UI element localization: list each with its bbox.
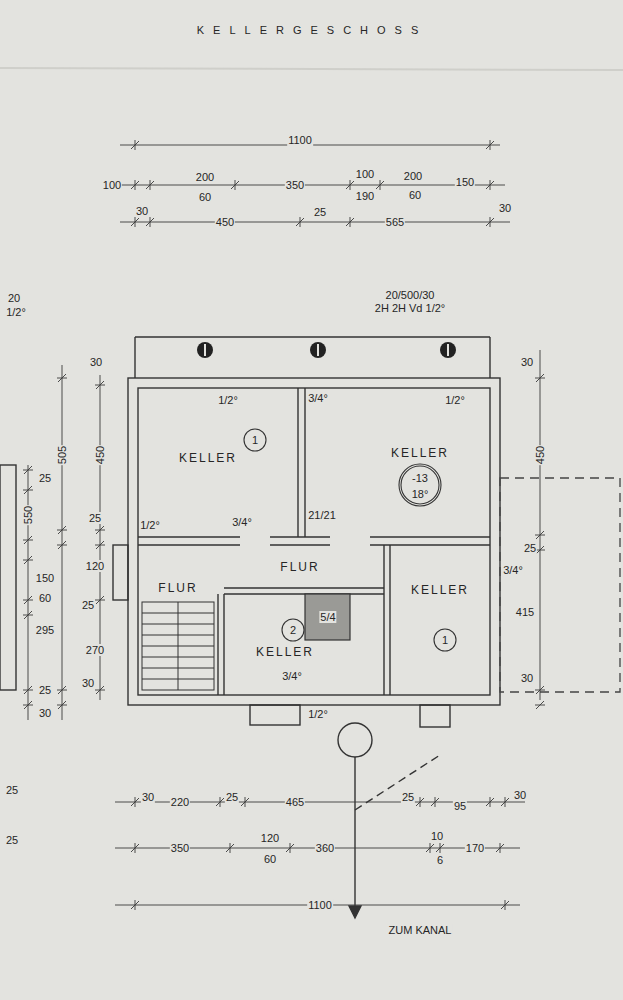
dimension-text: 1/2°: [5, 306, 27, 318]
dimension-text: 3/4°: [307, 392, 329, 404]
dimension-text: 295: [35, 624, 55, 636]
paper-crease: [0, 68, 623, 70]
dimension-text: 3/4°: [502, 564, 524, 576]
dimension-text: 10: [430, 830, 444, 842]
chimney: [305, 594, 350, 640]
dimension-text: 120: [85, 560, 105, 572]
dimension-text: 30: [89, 356, 103, 368]
dimension-text: 450: [534, 445, 546, 465]
dimension-text: 30: [135, 205, 149, 217]
dimension-text: 350: [170, 842, 190, 854]
drain: [338, 723, 440, 918]
dimension-text: 450: [215, 216, 235, 228]
stair: [142, 602, 214, 690]
dimension-text: ZUM KANAL: [388, 924, 453, 936]
window-markers: [197, 342, 456, 358]
dimension-text: 200: [195, 171, 215, 183]
room: FLUR: [153, 578, 202, 598]
dimension-text: 21/21: [307, 509, 337, 521]
dimension-text: 30: [498, 202, 512, 214]
dimension-text: 170: [465, 842, 485, 854]
dimension-text: 465: [285, 796, 305, 808]
dimension-text: 95: [453, 800, 467, 812]
dimension-text: 5/4: [319, 611, 336, 623]
dimension-text: 30: [513, 789, 527, 801]
dimension-text: 1: [251, 434, 259, 446]
dimension-text: 505: [56, 445, 68, 465]
dimension-text: 60: [408, 189, 422, 201]
dimension-text: 1100: [287, 134, 313, 146]
dimension-text: 30: [81, 677, 95, 689]
terrace-outline: [500, 478, 620, 692]
building-walls: [0, 337, 500, 727]
callout-circles: [244, 429, 456, 651]
dimension-text: 100: [102, 179, 122, 191]
room-name: KELLER: [179, 451, 237, 465]
room-name: KELLER: [391, 446, 449, 460]
dimension-text: 30: [520, 356, 534, 368]
dimension-text: 270: [85, 644, 105, 656]
dimension-text: 60: [263, 853, 277, 865]
dimension-text: 1/2°: [139, 519, 161, 531]
dimension-text: 415: [515, 606, 535, 618]
dimension-text: 25: [38, 472, 52, 484]
dimension-text: 25: [88, 512, 102, 524]
dimension-text: 25: [5, 784, 19, 796]
dimension-text: 25: [225, 791, 239, 803]
dimension-text: -13: [411, 472, 429, 484]
dimension-text: 1/2°: [217, 394, 239, 406]
dimension-text: 25: [523, 542, 537, 554]
dimension-text: 2H 2H Vd 1/2°: [374, 302, 446, 314]
dimension-text: 220: [170, 796, 190, 808]
room: KELLER: [386, 443, 454, 463]
dimension-text: 30: [141, 791, 155, 803]
dimension-text: 2: [289, 624, 297, 636]
dimension-text: 60: [198, 191, 212, 203]
dimension-text: 25: [313, 206, 327, 218]
dimension-text: 550: [22, 505, 34, 525]
dimension-text: 200: [403, 170, 423, 182]
dimension-text: 350: [285, 179, 305, 191]
dimension-text: 1/2°: [444, 394, 466, 406]
dimension-text: 6: [436, 854, 444, 866]
room-name: KELLER: [256, 645, 314, 659]
plan-title: KELLERGESCHOSS: [197, 24, 428, 36]
dimension-text: 3/4°: [231, 516, 253, 528]
dimension-text: 25: [401, 791, 415, 803]
dimension-text: 20: [7, 292, 21, 304]
dimension-text: 25: [5, 834, 19, 846]
room: FLUR: [275, 557, 324, 577]
dimension-text: 20/500/30: [385, 289, 436, 301]
dimension-text: 150: [35, 572, 55, 584]
dimension-text: 190: [355, 190, 375, 202]
dimension-text: 18°: [411, 488, 430, 500]
dimension-text: 30: [38, 707, 52, 719]
room: KELLER: [406, 580, 474, 600]
dimension-text: 25: [38, 684, 52, 696]
dimension-text: 565: [385, 216, 405, 228]
dimension-lines: [23, 140, 545, 910]
room-name: KELLER: [411, 583, 469, 597]
dimension-text: 3/4°: [281, 670, 303, 682]
dimension-text: 450: [94, 445, 106, 465]
dimension-text: 1: [441, 634, 449, 646]
dimension-text: 360: [315, 842, 335, 854]
dimension-text: 100: [355, 168, 375, 180]
room: KELLER: [251, 642, 319, 662]
dimension-text: 60: [38, 592, 52, 604]
room-name: FLUR: [280, 560, 319, 574]
dimension-text: 120: [260, 832, 280, 844]
room-name: FLUR: [158, 581, 197, 595]
dimension-text: 30: [520, 672, 534, 684]
dimension-text: 150: [455, 176, 475, 188]
room: KELLER: [174, 448, 242, 468]
dimension-text: 1100: [307, 899, 333, 911]
dimension-text: 25: [81, 599, 95, 611]
dimension-text: 1/2°: [307, 708, 329, 720]
